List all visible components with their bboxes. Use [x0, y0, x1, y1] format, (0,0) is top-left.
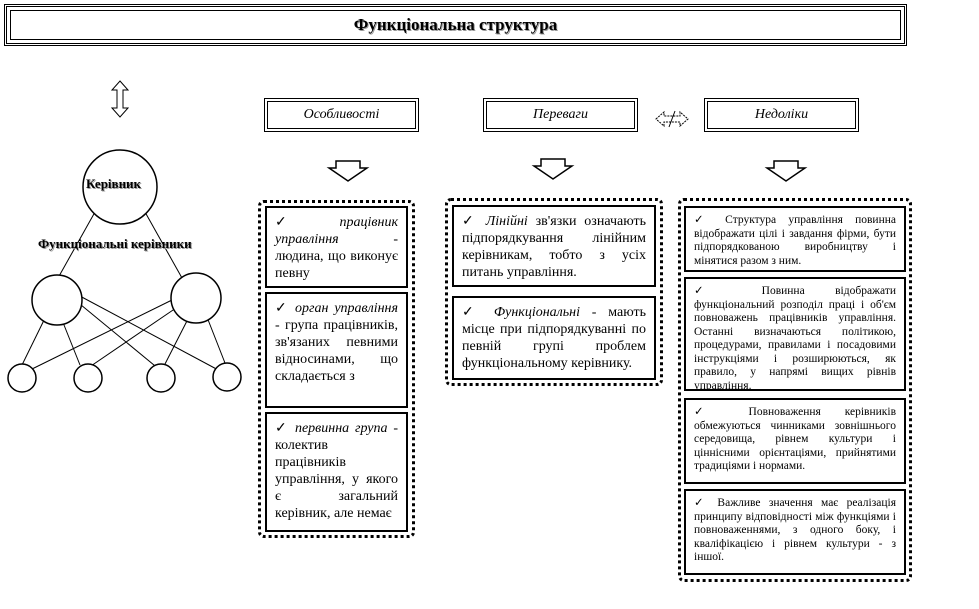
- features-card: ✓ орган управління - група працівників, …: [265, 292, 408, 408]
- card-text: - група працівників, зв'язаних певними в…: [275, 318, 398, 384]
- card-text: Важливе значення має реалізація принципу…: [694, 497, 896, 563]
- term: орган управління: [295, 301, 398, 316]
- features-card: ✓ первинна група - колектив працівників …: [265, 412, 408, 532]
- disadvantages-card: ✓ Повноваження керівників обмежуються чи…: [684, 398, 906, 484]
- card-text: Повноваження керівників обмежуються чинн…: [694, 406, 896, 472]
- features-header: Особливості: [264, 98, 419, 132]
- card-text: - колектив працівників управління, у яко…: [275, 421, 398, 521]
- term: працівник управління: [275, 215, 399, 247]
- disadvantages-card: ✓ Структура управління повинна відобража…: [684, 206, 906, 272]
- card-text: - людина, що виконує певну: [275, 232, 398, 281]
- disadvantages-header: Недоліки: [704, 98, 859, 132]
- down-arrow-icon: [764, 160, 808, 182]
- card-text: - мають місце при підпорядкуванні по пев…: [462, 305, 647, 371]
- functional-managers-label: Функціональні керівники: [38, 236, 192, 251]
- functional-node: [31, 274, 83, 326]
- double-vertical-arrow-icon: [110, 80, 130, 118]
- functional-node: [170, 272, 222, 324]
- disadvantages-card: ✓ Повинна відображати функціональний роз…: [684, 277, 906, 391]
- leaf-node: [7, 363, 37, 393]
- double-horizontal-arrow-icon: [655, 110, 689, 128]
- org-hierarchy-diagram: [7, 149, 242, 393]
- manager-node: [82, 149, 158, 225]
- disadvantages-card: ✓ Важливе значення має реалізація принци…: [684, 489, 906, 575]
- features-header-text: Особливості: [303, 107, 380, 122]
- leaf-node: [73, 363, 103, 393]
- term: Лінійні: [485, 214, 528, 229]
- leaf-node: [212, 362, 242, 392]
- advantages-card: ✓ Функціональні - мають місце при підпор…: [452, 296, 656, 380]
- features-card: ✓ працівник управління - людина, що вико…: [265, 206, 408, 288]
- down-arrow-icon: [326, 160, 370, 182]
- card-text: зв'язки означають підпорядкування лінійн…: [462, 214, 647, 280]
- term: первинна група: [294, 421, 388, 436]
- advantages-header: Переваги: [483, 98, 638, 132]
- disadvantages-header-text: Недоліки: [754, 107, 809, 122]
- leaf-node: [146, 363, 176, 393]
- title-text: Функціональна структура: [353, 15, 558, 34]
- term: Функціональні: [493, 305, 580, 320]
- manager-label: Керівник: [86, 176, 142, 191]
- down-arrow-icon: [531, 158, 575, 180]
- advantages-card: ✓ Лінійні зв'язки означають підпорядкува…: [452, 205, 656, 287]
- advantages-header-text: Переваги: [533, 107, 588, 122]
- card-text: Повинна відображати функціональний розпо…: [694, 285, 896, 391]
- diagram-title: Функціональна структура: [4, 4, 907, 46]
- card-text: Структура управління повинна відображати…: [694, 214, 896, 267]
